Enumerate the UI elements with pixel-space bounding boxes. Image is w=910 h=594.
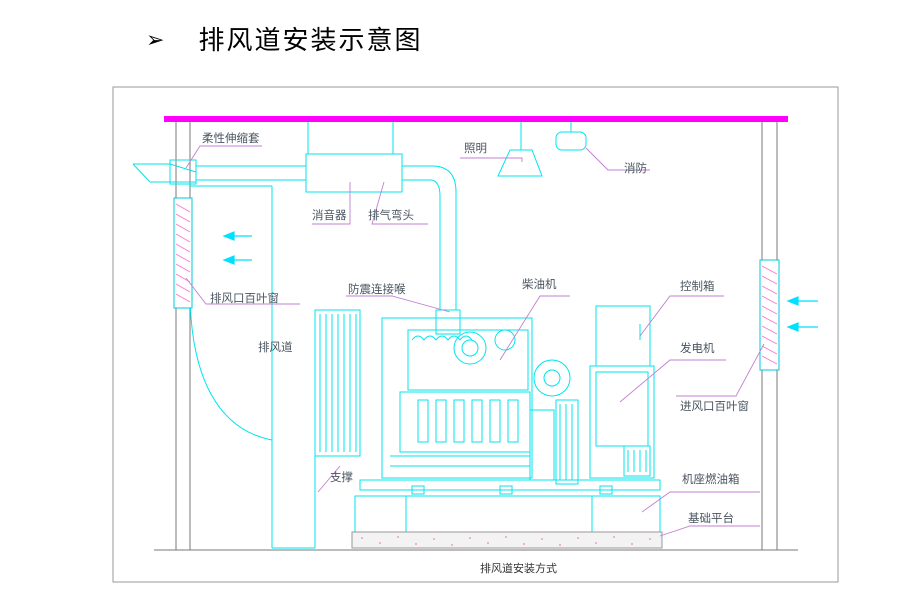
label-fire: 消防 <box>624 161 647 175</box>
airflow-arrows <box>222 231 818 332</box>
label-support: 支撑 <box>330 470 353 484</box>
label-exhaust-duct: 排风道 <box>258 340 293 354</box>
label-flex-sleeve: 柔性伸缩套 <box>202 131 260 145</box>
label-exhaust-elbow: 排气弯头 <box>368 208 414 222</box>
exhaust-louver <box>173 197 193 309</box>
label-muffler: 消音器 <box>312 208 347 222</box>
label-exhaust-louver: 排风口百叶窗 <box>210 291 279 305</box>
label-base-fuel-tank: 机座燃油箱 <box>682 472 740 486</box>
label-intake-louver: 进风口百叶窗 <box>680 399 749 413</box>
page-heading: ➢ 排风道安装示意图 <box>146 28 422 54</box>
diagram-labels: 柔性伸缩套 照明 消防 消音器 排气弯头 排风口百叶窗 防震连接喉 柴油机 控制… <box>202 131 749 575</box>
airflow-in-arrow-icon <box>786 296 818 306</box>
equipment-linework <box>132 122 661 549</box>
foundation-speckle <box>361 536 651 546</box>
label-anti-vibration-joint: 防震连接喉 <box>348 282 406 296</box>
walls <box>154 122 798 551</box>
intake-louver <box>759 259 780 371</box>
roof-slab <box>164 116 788 122</box>
drawing-frame <box>112 86 839 583</box>
label-lighting: 照明 <box>464 141 487 155</box>
diagram-caption: 排风道安装方式 <box>480 561 557 575</box>
airflow-in-arrow-icon <box>786 322 818 332</box>
label-diesel-engine: 柴油机 <box>522 277 557 291</box>
leader-lines <box>185 145 765 537</box>
airflow-out-arrow-icon <box>222 255 252 265</box>
page-title: 排风道安装示意图 <box>198 26 423 56</box>
label-generator: 发电机 <box>680 341 715 355</box>
airflow-out-arrow-icon <box>222 231 252 241</box>
bullet-arrow-icon: ➢ <box>146 28 165 53</box>
foundation-platform <box>351 531 663 549</box>
label-control-box: 控制箱 <box>680 279 715 293</box>
label-foundation-platform: 基础平台 <box>688 511 734 525</box>
